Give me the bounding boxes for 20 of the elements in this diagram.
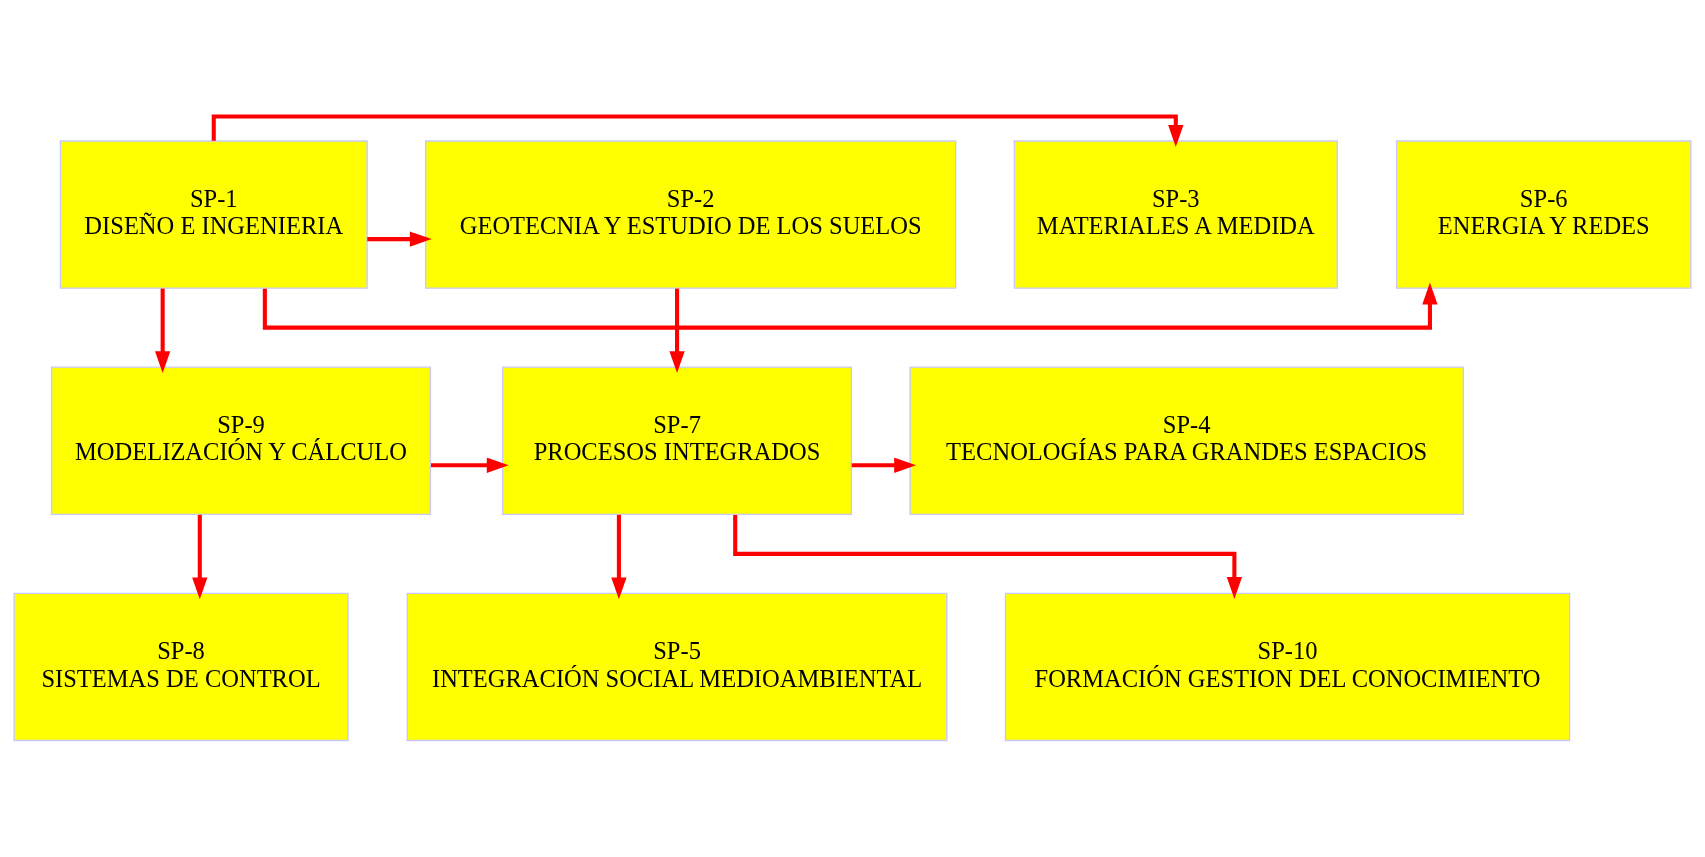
node-box: SP-9 MODELIZACIÓN Y CÁLCULO <box>50 366 432 516</box>
node-box: SP-10 FORMACIÓN GESTION DEL CONOCIMIENTO <box>1004 592 1571 742</box>
arrow <box>733 514 1243 599</box>
arrow <box>669 288 685 374</box>
arrow <box>155 288 171 374</box>
node-box: SP-4 TECNOLOGÍAS PARA GRANDES ESPACIOS <box>909 366 1464 516</box>
arrow <box>431 457 509 473</box>
arrow <box>851 457 917 473</box>
node-box: SP-3 MATERIALES A MEDIDA <box>1013 140 1338 289</box>
arrow <box>262 282 1438 330</box>
arrow <box>611 514 627 600</box>
arrow <box>211 114 1184 147</box>
node-box: SP-7 PROCESOS INTEGRADOS <box>501 366 853 516</box>
arrow <box>367 231 432 247</box>
node-box: SP-1 DISEÑO E INGENIERIA <box>59 140 368 289</box>
node-box: SP-5 INTEGRACIÓN SOCIAL MEDIOAMBIENTAL <box>406 592 948 742</box>
node-box: SP-2 GEOTECNIA Y ESTUDIO DE LOS SUELOS <box>424 140 957 289</box>
arrow <box>192 514 208 600</box>
node-box: SP-6 ENERGIA Y REDES <box>1395 140 1692 289</box>
node-box: SP-8 SISTEMAS DE CONTROL <box>13 592 349 742</box>
